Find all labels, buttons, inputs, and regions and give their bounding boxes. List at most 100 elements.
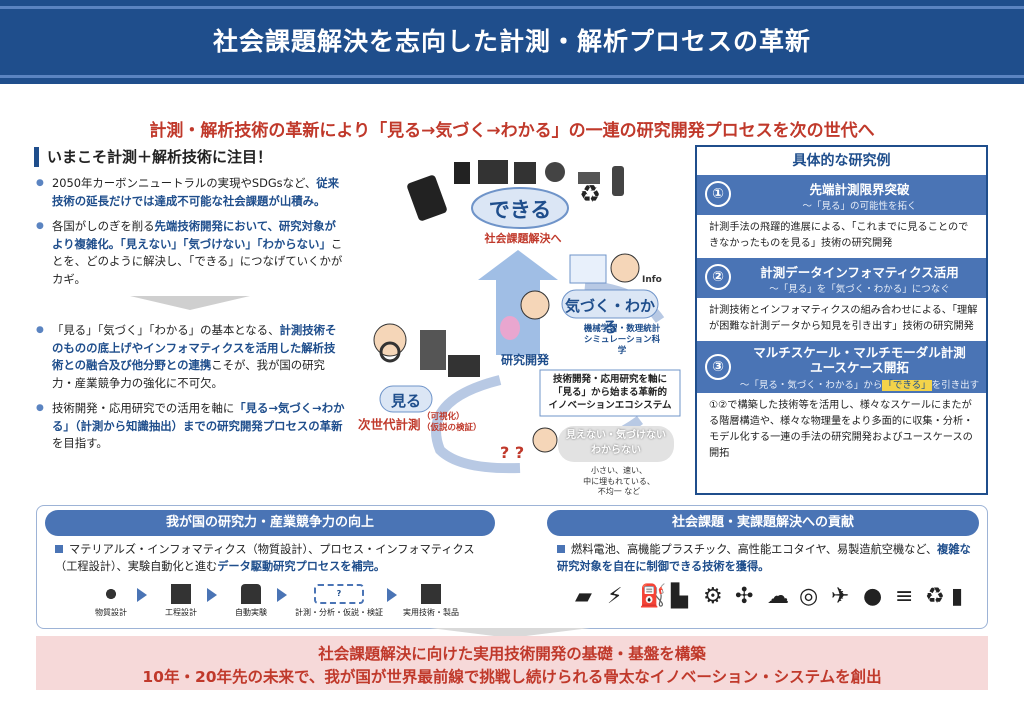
gear-icon: ⚙ <box>703 584 723 609</box>
example-3-sub-post: を引き出す <box>931 380 980 391</box>
example-3-title: マルチスケール・マルチモーダル計測 ユースケース開拓 <box>753 345 966 375</box>
bullet-2-text-b: ことを、どのように解決し、「できる」につなげていくかがカギ。 <box>52 236 343 286</box>
co2-cloud-icon: ☁ <box>767 584 789 609</box>
plane-icon <box>514 162 536 184</box>
example-3-number: ③ <box>705 354 731 380</box>
footer-banner: 社会課題解決に向けた実用技術開発の基礎・基盤を構築 10年・20年先の未来で、我… <box>36 636 988 690</box>
social-label: 社会課題解決へ <box>484 232 562 245</box>
flow-step-5: 実用技術・製品 <box>401 584 461 618</box>
example-2-body: 計測技術とインフォマティクスの組み合わせによる、「理解が困難な計測データから知見… <box>697 298 986 341</box>
left-column: いまこそ計測＋解析技術に注目！ 2050年カーボンニュートラルの実現やSDGsな… <box>34 147 346 497</box>
page-subtitle: 計測・解析技術の革新により「見る→気づく→わかる」の一連の研究開発プロセスを次の… <box>149 121 875 141</box>
footer-line-1: 社会課題解決に向けた実用技術開発の基礎・基盤を構築 <box>318 645 706 663</box>
bullet-1-bold: 従来技術の延長だけでは達成不可能な社会課題が山積み。 <box>52 176 340 208</box>
example-3-body: ①②で構築した技術等を活用し、様々なスケールにまたがる階層構造や、様々な物理量を… <box>697 393 986 468</box>
kizuku-label: 気づく・わかる <box>564 297 655 336</box>
fuel-pump-icon: ⛽ <box>639 584 667 609</box>
question-marks-icon: ? ? <box>500 443 524 462</box>
bottom-right-text-normal: 燃料電池、高機能プラスチック、高性能エコタイヤ、易製造航空機など、 <box>571 543 938 556</box>
example-2-number: ② <box>705 264 731 290</box>
scientist-center-icon <box>520 290 550 320</box>
apple-icon: ● <box>863 584 883 609</box>
bullet-3: 「見る」「気づく」「わかる」の基本となる、計測技術そのものの底上げやインフォマテ… <box>34 322 346 392</box>
bullet-1-text-a: 2050年カーボンニュートラルの実現やSDGsなど、 <box>52 176 317 190</box>
flow-step-5-label: 実用技術・製品 <box>403 608 459 617</box>
example-2-header: ② 計測データインフォマティクス活用 ～「見る」を「気づく・わかる」につなぐ <box>697 258 986 298</box>
left-heading: いまこそ計測＋解析技術に注目！ <box>34 147 346 167</box>
flow-arrow-icon <box>207 588 217 602</box>
microscope-icon <box>420 330 446 370</box>
header-stripe-bottom <box>0 75 1024 78</box>
bullet-2: 各国がしのぎを削る先端技術開発において、研究対象がより複雑化。「見えない」「気づ… <box>34 218 346 288</box>
products-icon <box>421 584 441 604</box>
example-1-title: 先端計測限界突破 <box>809 182 910 197</box>
bullet-4-bold: 「見る→気づく→わかる」（計測から知識抽出）までの研究開発プロセスの革新 <box>52 401 345 433</box>
robot-arm-icon <box>241 584 261 604</box>
square-bullet-icon <box>55 545 63 553</box>
flask-icon <box>500 316 520 340</box>
page-title: 社会課題解決を志向した計測・解析プロセスの革新 <box>212 27 811 56</box>
process-design-icon <box>171 584 191 604</box>
plug-icon: ⚡ <box>607 584 623 609</box>
bullet-2-text-a: 各国がしのぎを削る <box>52 219 155 233</box>
bottom-left-title: 我が国の研究力・産業競争力の向上 <box>45 510 495 536</box>
bullet-3-bold: 計測技術そのものの底上げやインフォマティクスを活用した解析技術との融合及び他分野… <box>52 323 337 372</box>
bottom-right-panel: 社会課題・実課題解決への貢献 燃料電池、高機能プラスチック、高性能エコタイヤ、易… <box>547 510 979 626</box>
scientist-right-icon <box>610 253 640 283</box>
diagram-graphics: ♻ ? ? <box>373 160 681 474</box>
data-grid-icon <box>569 254 607 284</box>
mienai-label: 見えない・気づけない わからない <box>566 430 666 456</box>
footer-line-2: 10年・20年先の未来で、我が国が世界最前線で挑戦し続けられる骨太なイノベーショ… <box>142 668 882 686</box>
example-1-header: ① 先端計測限界突破 ～「見る」の可能性を拓く <box>697 175 986 215</box>
header-banner: 社会課題解決を志向した計測・解析プロセスの革新 <box>0 0 1024 84</box>
flow-step-3: 自動実験 <box>221 584 281 618</box>
center-diagram: ♻ ? ? できる 社会課題解決へ Info 気づく・わかる 機械学習・数理統計… <box>350 150 690 500</box>
bullet-2-bold: 先端技術開発において、研究対象がより複雑化。「見えない」「気づけない」「わからな… <box>52 219 336 251</box>
tire-icon: ◎ <box>799 584 819 609</box>
flow-arrow-icon <box>277 588 287 602</box>
bullet-1: 2050年カーボンニュートラルの実現やSDGsなど、従来技術の延長だけでは達成不… <box>34 175 346 210</box>
dekiru-label: できる <box>488 198 552 222</box>
material-design-icon <box>101 584 121 604</box>
wind-turbine-icon: ✣ <box>735 584 754 609</box>
dekiru-oval <box>471 187 569 229</box>
factory-icon <box>478 160 508 184</box>
bottom-left-text: マテリアルズ・インフォマティクス（物質設計）、プロセス・インフォマティクス（工程… <box>45 542 495 575</box>
mienai-pill <box>558 426 674 462</box>
footer-down-arrow <box>430 628 590 638</box>
magnifier-icon <box>379 341 401 363</box>
bottom-panels: 我が国の研究力・産業競争力の向上 マテリアルズ・インフォマティクス（物質設計）、… <box>36 505 988 629</box>
kashika-label: （可視化） （仮説の検証） <box>422 412 482 433</box>
next-gen-label: 次世代計測 <box>358 417 421 432</box>
header-stripe-top <box>0 6 1024 9</box>
bottom-right-text: 燃料電池、高機能プラスチック、高性能エコタイヤ、易製造航空機など、複雑な研究対象… <box>547 542 979 575</box>
kizuku-sub-label: 機械学習・数理統計 シミュレーション科学 <box>583 324 661 356</box>
monitor-icon <box>448 355 480 377</box>
center-text: 技術開発・応用研究を軸に 「見る」から始まる革新的 イノベーションエコシステム <box>548 374 672 411</box>
battery-icon: ▰ <box>575 584 592 609</box>
research-examples-title: 具体的な研究例 <box>697 147 986 175</box>
confused-person-icon <box>532 427 558 453</box>
scientist-left-icon <box>373 323 407 357</box>
factory-icon: ▙ <box>671 584 688 609</box>
plane-icon: ✈ <box>831 584 850 609</box>
fuel-pump-icon <box>454 162 470 184</box>
example-2-subtitle: ～「見る」を「気づく・わかる」につなぐ <box>769 284 950 295</box>
kizuku-pill <box>561 289 659 319</box>
bottom-right-title: 社会課題・実課題解決への貢献 <box>547 510 979 536</box>
wood-icon: ≡ <box>895 584 914 609</box>
mienai-sub-label: 小さい、速い、 中に埋もれている、 不均一 など <box>583 466 655 496</box>
example-3-subtitle: ～「見る・気づく・わかる」から「できる」を引き出す <box>737 377 982 391</box>
bullet-3-text-b: こそが、我が国の研究力・産業競争力の強化に不可欠。 <box>52 358 325 390</box>
example-3-sub-pre: ～「見る・気づく・わかる」から <box>739 380 883 391</box>
flow-arrow-icon <box>137 588 147 602</box>
bullet-3-text-a: 「見る」「気づく」「わかる」の基本となる、 <box>52 323 280 337</box>
bottom-left-text-normal: マテリアルズ・インフォマティクス（物質設計）、プロセス・インフォマティクス（工程… <box>55 543 475 573</box>
example-1-subtitle: ～「見る」の可能性を拓く <box>802 201 917 212</box>
bullet-4: 技術開発・応用研究での活用を軸に「見る→気づく→わかる」（計測から知識抽出）まで… <box>34 400 346 453</box>
example-3-header: ③ マルチスケール・マルチモーダル計測 ユースケース開拓 ～「見る・気づく・わか… <box>697 341 986 393</box>
example-1-body: 計測手法の飛躍的進展による、「これまでに見ることのできなかったものを見る」技術の… <box>697 215 986 258</box>
bottle-icon: ▮ <box>951 584 964 609</box>
example-1-number: ① <box>705 181 731 207</box>
flow-step-2-label: 工程設計 <box>165 608 197 617</box>
